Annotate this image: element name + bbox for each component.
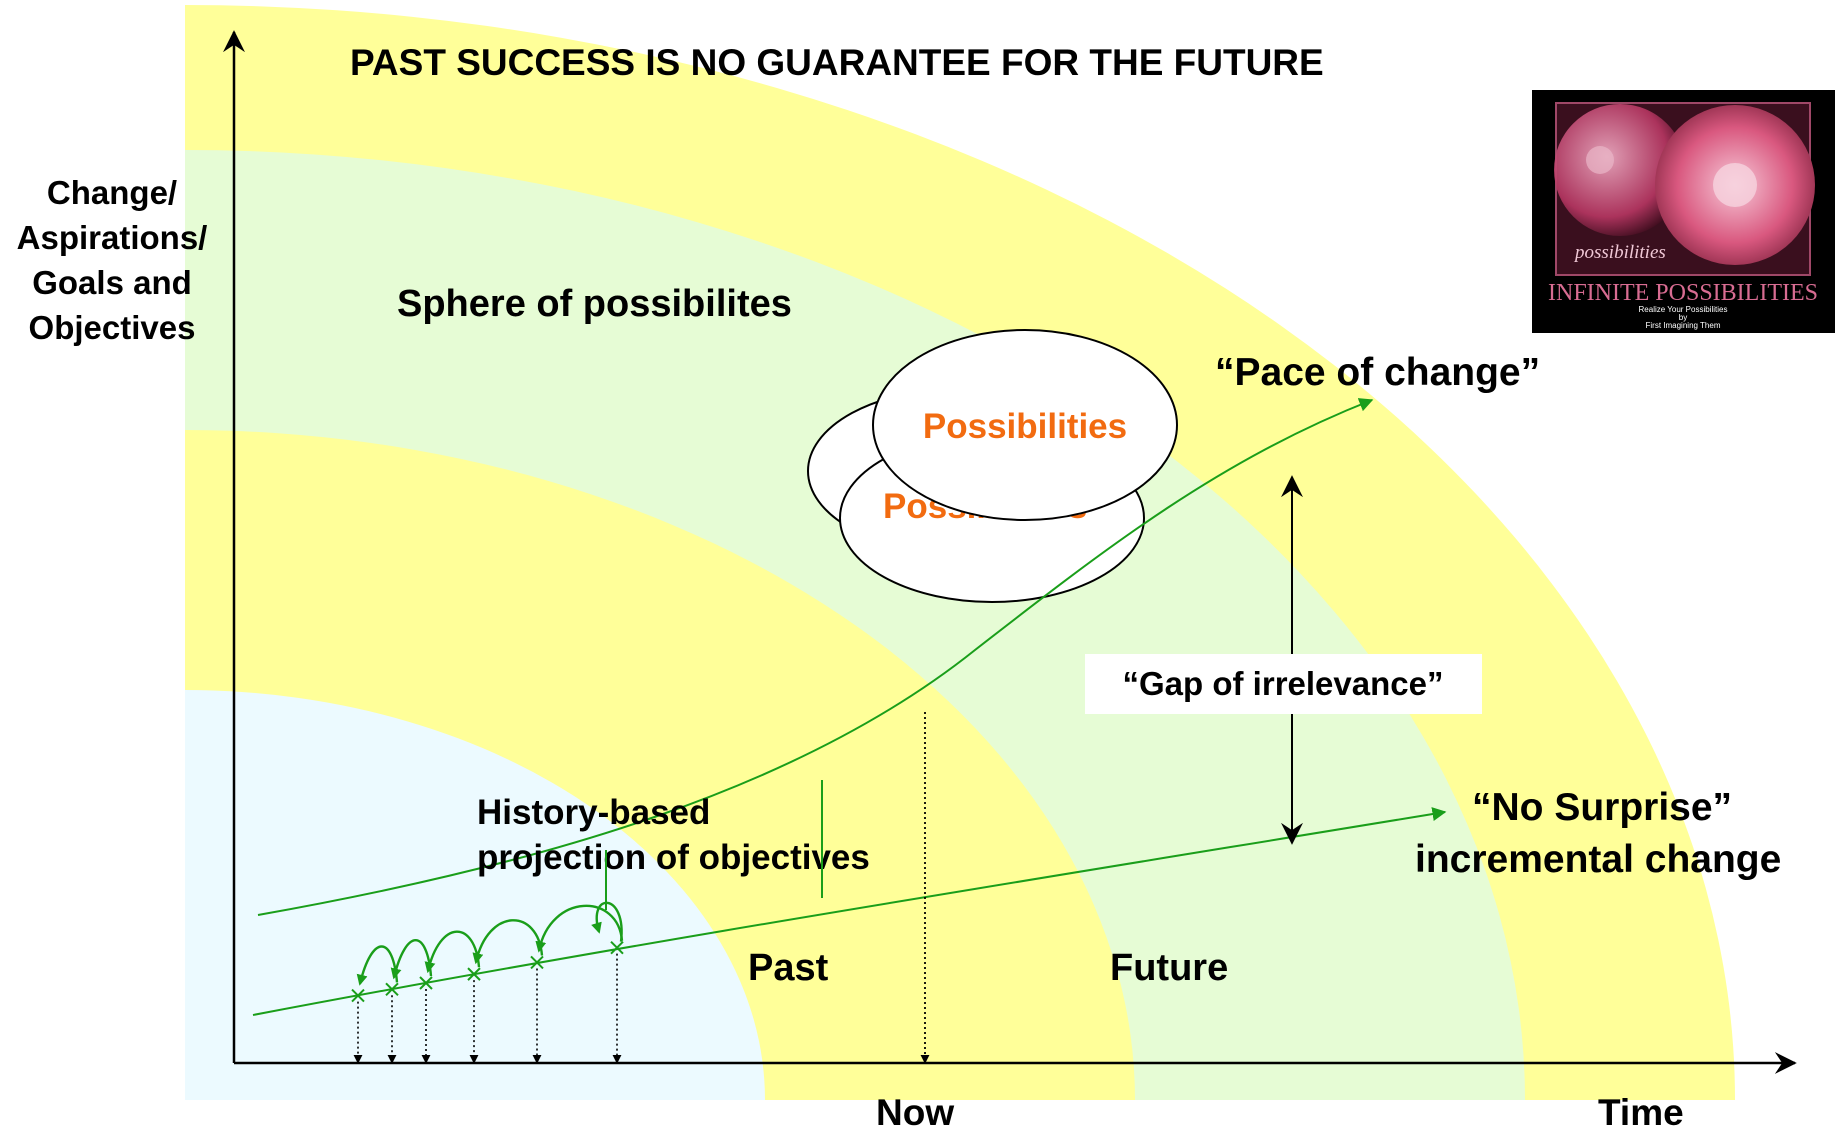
now-label: Now bbox=[876, 1092, 954, 1133]
y-axis-label: Change/ Aspirations/ Goals and Objective… bbox=[17, 174, 208, 346]
gap-label: “Gap of irrelevance” bbox=[1123, 665, 1444, 702]
history-x-mark bbox=[530, 955, 544, 970]
y-axis-label-line: Change/ bbox=[47, 174, 177, 211]
history-x-mark bbox=[467, 967, 481, 981]
infinite-possibilities-poster: possibilities INFINITE POSSIBILITIES Rea… bbox=[1532, 90, 1835, 333]
y-axis-label-line: Goals and bbox=[32, 264, 192, 301]
sphere-label: Sphere of possibilites bbox=[397, 283, 792, 325]
poster-heading: INFINITE POSSIBILITIES bbox=[1548, 280, 1818, 306]
history-x-mark bbox=[610, 940, 624, 955]
history-x-mark bbox=[419, 976, 433, 990]
possibilities-bubble-front: Possibilities bbox=[872, 329, 1178, 521]
history-x-mark bbox=[385, 982, 399, 996]
history-x-mark bbox=[351, 988, 365, 1003]
possibilities-front-text: Possibilities bbox=[923, 407, 1127, 446]
x-axis-label: Time bbox=[1598, 1092, 1684, 1133]
history-loop-arrow bbox=[591, 901, 623, 942]
no-surprise-label-line1: “No Surprise” bbox=[1472, 786, 1732, 829]
history-label-line2: projection of objectives bbox=[477, 838, 870, 877]
history-label-line1: History-based bbox=[477, 793, 710, 832]
no-surprise-curve bbox=[252, 807, 1447, 1016]
history-loop-arrow bbox=[535, 904, 624, 953]
no-surprise-label-line2: incremental change bbox=[1415, 838, 1781, 881]
y-axis-label-line: Aspirations/ bbox=[17, 219, 208, 256]
y-axis-label-line: Objectives bbox=[29, 309, 196, 346]
pace-of-change-label: “Pace of change” bbox=[1215, 351, 1540, 394]
history-markers bbox=[351, 901, 624, 1064]
gap-label-box bbox=[1085, 654, 1482, 714]
future-label: Future bbox=[1110, 947, 1228, 989]
past-label: Past bbox=[748, 947, 829, 989]
poster-line: by bbox=[1679, 313, 1687, 322]
band-blue-inner bbox=[185, 690, 765, 1100]
diagram-title: PAST SUCCESS IS NO GUARANTEE FOR THE FUT… bbox=[350, 42, 1324, 83]
poster-script: possibilities bbox=[1573, 242, 1666, 263]
poster-line: Realize Your Possibilities bbox=[1639, 305, 1728, 314]
poster-line: First Imagining Them bbox=[1646, 321, 1721, 330]
pace-of-change-curve bbox=[257, 398, 1374, 916]
